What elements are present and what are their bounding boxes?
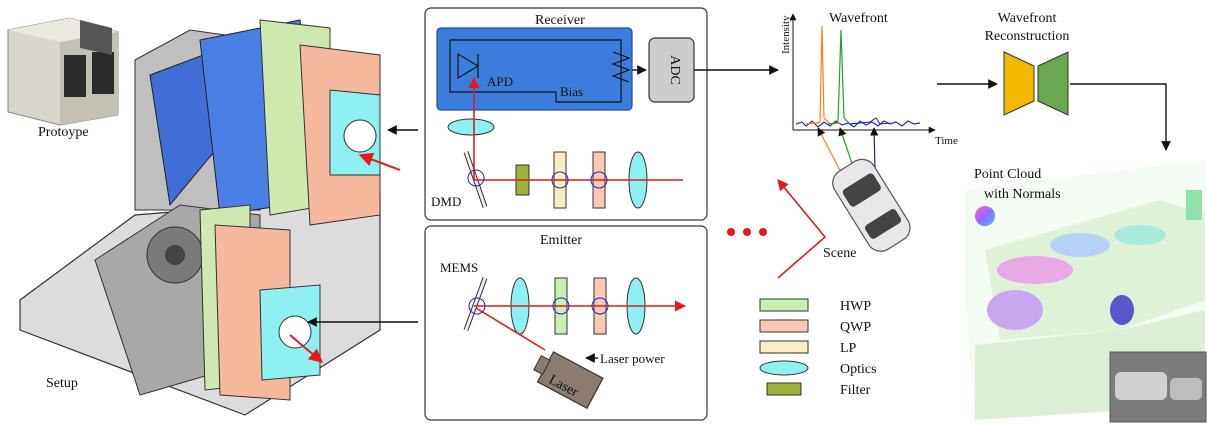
apd-label: APD [487,74,513,89]
prototype-image [7,17,119,126]
scene-beam-arrow [777,179,827,279]
legend-label-hwp: HWP [840,299,871,314]
legend-label-lp: LP [840,341,857,356]
legend-swatch-lp [759,340,809,354]
legend-label-filter: Filter [840,383,871,398]
adc-label: ADC [667,55,682,85]
laser-power-label: Laser power [600,351,665,366]
time-axis-label: Time [935,135,958,147]
emitter-title: Emitter [540,233,582,248]
pointcloud-title-line2: with Normals [984,187,1061,202]
network-to-pointcloud-arrow [1070,83,1171,151]
wavefront-title: Wavefront [829,11,888,26]
scene-label: Scene [823,246,856,261]
prototype-label: Protoype [38,125,89,140]
mems-label: MEMS [440,260,478,275]
reconstruction-title-line1: Wavefront [998,11,1057,26]
bias-label: Bias [560,84,583,99]
legend-label-optics: Optics [840,362,877,377]
intensity-axis-label: Intensity [780,15,792,54]
legend-swatch-filter [766,382,802,396]
apd-circuit [449,39,631,103]
apd-circuit-box [436,27,633,111]
scene-car [832,158,911,252]
pointcloud-title-line1: Point Cloud [974,167,1041,182]
encoder-block [1003,51,1035,116]
receiver-lens-top [447,118,495,136]
receiver-title: Receiver [535,13,585,28]
ellipsis-dots [727,228,767,236]
legend-swatch-hwp [759,298,809,312]
laser-body [533,351,604,410]
waveform-plot [789,13,936,134]
legend-swatch-optics [759,360,809,376]
decoder-block [1037,51,1069,116]
dmd-label: DMD [431,194,461,209]
reconstruction-title-line2: Reconstruction [985,29,1070,44]
point-cloud-image [965,160,1207,423]
legend-swatch-qwp [759,319,809,333]
setup-illustration [19,19,401,416]
normal-color-sphere [975,206,995,226]
setup-label: Setup [46,376,78,391]
legend-label-qwp: QWP [840,320,871,335]
